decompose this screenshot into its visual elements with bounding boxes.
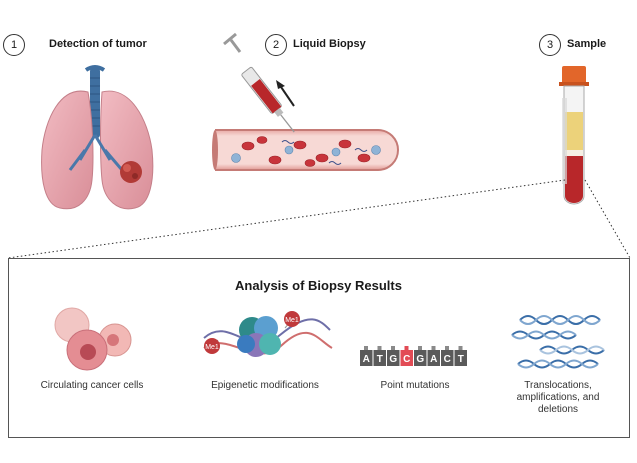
methyl-tag-left: Me1: [204, 338, 220, 354]
results-box: [8, 258, 630, 438]
nucleotide-block: C: [400, 346, 413, 366]
step-2-label: Liquid Biopsy: [293, 38, 366, 50]
nucleotide-block: G: [414, 346, 427, 366]
tumor-mass: [120, 161, 142, 183]
lungs-illustration: [41, 65, 154, 210]
syringe-illustration: [223, 32, 295, 133]
nucleotide-block: A: [360, 346, 373, 366]
caption-point-mutations: Point mutations: [380, 380, 450, 391]
nucleotide-letter: C: [444, 354, 451, 365]
nucleotide-block: C: [441, 346, 454, 366]
step-2-number: 2: [265, 34, 287, 56]
step-1-number: 1: [3, 34, 25, 56]
sample-tube: [559, 66, 589, 205]
nucleotide-letter: G: [416, 354, 424, 365]
step-3-label: Sample: [567, 38, 607, 50]
caption-line: deletions: [537, 404, 579, 415]
nucleotide-block: T: [454, 346, 467, 366]
caption-translocations: Translocations, amplifications, and dele…: [488, 380, 628, 416]
nucleotide-letter: C: [403, 354, 410, 365]
nucleotide-letter: A: [363, 354, 370, 365]
caption-circulating-cancer-cells: Circulating cancer cells: [40, 380, 144, 391]
step-3-number: 3: [539, 34, 561, 56]
methyl-tag-right: Me1: [284, 311, 300, 329]
cancer-cells-illustration: [54, 307, 132, 371]
caption-epigenetic-modifications: Epigenetic modifications: [211, 380, 319, 391]
svg-text:Me1: Me1: [285, 317, 299, 324]
zoom-line-right: [584, 179, 631, 259]
epigenetic-illustration: Me1 Me1: [203, 311, 333, 357]
caption-line: Translocations,: [524, 380, 592, 391]
nucleotide-letter: G: [389, 354, 397, 365]
blood-vessel: [212, 129, 399, 171]
nucleotide-block: A: [427, 346, 440, 366]
svg-text:Me1: Me1: [205, 344, 219, 351]
nucleotide-block: G: [387, 346, 400, 366]
nucleotide-letter: T: [377, 354, 383, 365]
nucleotide-letter: A: [430, 354, 437, 365]
zoom-line-left: [7, 179, 566, 259]
step-1-label: Detection of tumor: [49, 38, 147, 50]
arrow-up-icon: [276, 80, 295, 107]
nucleotide-letter: T: [458, 354, 464, 365]
caption-line: amplifications, and: [516, 392, 600, 403]
results-title: Analysis of Biopsy Results: [235, 278, 402, 293]
dna-strands-illustration: [511, 315, 605, 369]
nucleotide-block: T: [373, 346, 386, 366]
